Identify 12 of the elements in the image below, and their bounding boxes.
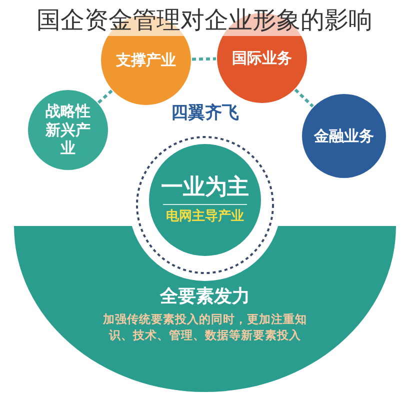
band-heading: 全要素发力 — [158, 285, 251, 308]
circle-label: 国际业务 — [231, 48, 293, 68]
circle-label: 金融业务 — [312, 126, 375, 146]
dashed-connector — [192, 57, 216, 61]
dashed-connector — [294, 88, 314, 108]
dashed-connector — [98, 90, 113, 104]
circle-label: 战略性新兴产业 — [44, 102, 92, 158]
circle-label: 支撑产业 — [115, 50, 177, 70]
center-heading: 一业为主 — [161, 176, 249, 200]
center-subheading: 电网主导产业 — [166, 208, 244, 224]
center-caption: 四翼齐飞 — [170, 102, 240, 124]
band-description: 加强传统要素投入的同时，更加注重知识、技术、管理、数据等新要素投入 — [102, 311, 308, 344]
